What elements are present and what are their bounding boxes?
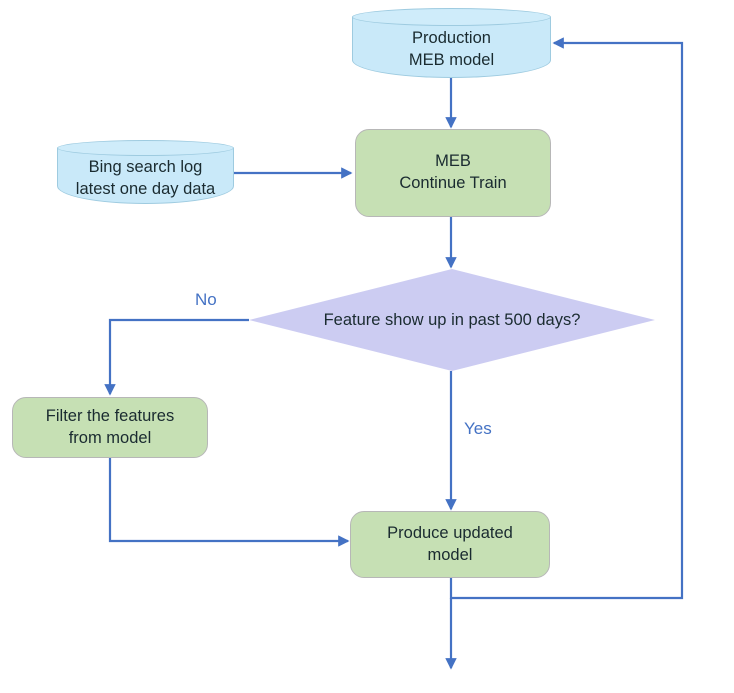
- diamond-shape: [249, 269, 655, 371]
- cylinder-body: [57, 148, 234, 204]
- edge-decision-no-to-filter: [104, 318, 249, 396]
- cylinder-top: [352, 8, 551, 26]
- node-production-meb-model[interactable]: Production MEB model: [352, 8, 551, 78]
- node-filter-the-features[interactable]: Filter the features from model: [12, 397, 208, 458]
- no-branch-label: No: [195, 290, 217, 309]
- edge-produce-to-production-loop: [449, 37, 684, 600]
- node-produce-updated-model[interactable]: Produce updated model: [350, 511, 550, 578]
- cylinder-top: [57, 140, 234, 156]
- node-feature-show-up-decision[interactable]: Feature show up in past 500 days?: [249, 269, 655, 371]
- edge-filter-to-produce: [108, 458, 350, 547]
- node-label: Bing search log latest one day data: [75, 158, 216, 198]
- node-bing-search-log[interactable]: Bing search log latest one day data: [57, 140, 234, 204]
- node-label: Production MEB model: [408, 29, 495, 69]
- node-label: Feature show up in past 500 days?: [323, 310, 581, 329]
- cylinder-body: [352, 17, 551, 78]
- node-meb-continue-train[interactable]: MEB Continue Train: [355, 129, 551, 217]
- yes-branch-label: Yes: [464, 419, 492, 438]
